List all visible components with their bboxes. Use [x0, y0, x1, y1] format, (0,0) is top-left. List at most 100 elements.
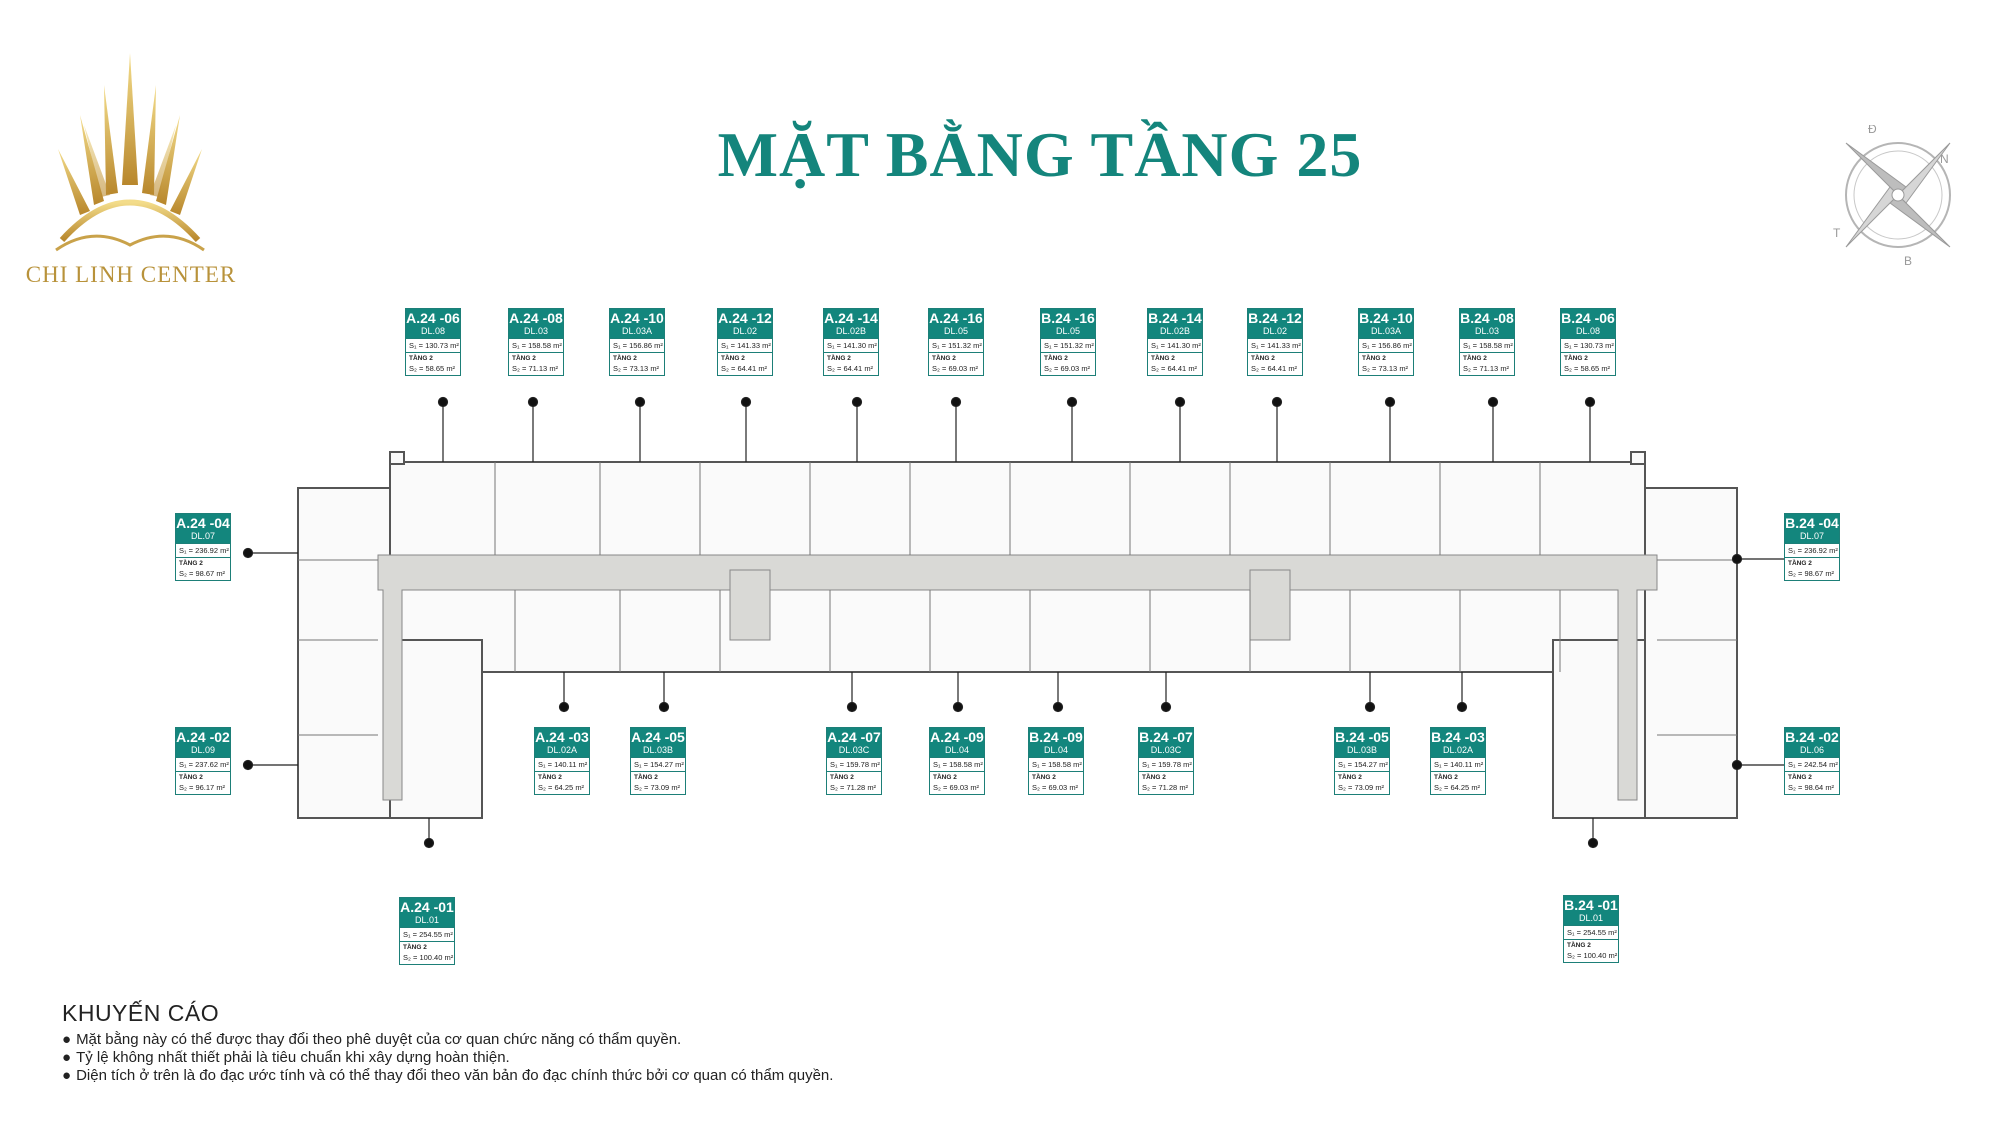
unit-code: B.24 -12 [1248, 310, 1302, 326]
unit-area-2: S₂ = 69.03 m² [1032, 783, 1079, 792]
unit-code: A.24 -05 [631, 729, 685, 745]
pointer-dot [1271, 396, 1283, 408]
unit-area-1: S₁ = 158.58 m² [930, 757, 984, 771]
unit-code: A.24 -08 [509, 310, 563, 326]
unit-floor-2-label: TẦNG 2 [718, 352, 772, 363]
unit-floor-2-label: TẦNG 2 [400, 941, 454, 952]
unit-type: DL.05 [943, 326, 969, 336]
pointer-dot [1174, 396, 1186, 408]
unit-type: DL.03C [1150, 745, 1182, 755]
unit-code: B.24 -14 [1148, 310, 1202, 326]
pointer-dot [1587, 837, 1599, 849]
unit-area-1: S₁ = 158.58 m² [1460, 338, 1514, 352]
unit-area-1: S₁ = 156.86 m² [1359, 338, 1413, 352]
pointer-dot [527, 396, 539, 408]
pointer-dot [1731, 553, 1743, 565]
unit-floor-2-label: TẦNG 2 [1248, 352, 1302, 363]
unit-area-2: S₂ = 98.67 m² [179, 569, 226, 578]
brand-name: CHI LINH CENTER [25, 262, 237, 287]
unit-floor-2-label: TẦNG 2 [1359, 352, 1413, 363]
unit-area-2: S₂ = 96.17 m² [179, 783, 226, 792]
pointer-dot [1066, 396, 1078, 408]
unit-area-1: S₁ = 254.55 m² [400, 927, 454, 941]
pointer-dot [1731, 759, 1743, 771]
unit-type: DL.04 [1043, 745, 1069, 755]
pointer-dot [558, 701, 570, 713]
unit-type: DL.07 [1799, 531, 1825, 541]
unit-floor-2-label: TẦNG 2 [1335, 771, 1389, 782]
pointer-dot [952, 701, 964, 713]
unit-pointers [242, 396, 1784, 849]
unit-type: DL.02B [1159, 326, 1191, 336]
compass-rose-icon: Đ N T B [1833, 125, 1951, 265]
unit-area-2: S₂ = 73.13 m² [613, 364, 660, 373]
unit-area-2: S₂ = 100.40 m² [1567, 951, 1618, 960]
unit-type: DL.03C [838, 745, 870, 755]
unit-area-1: S₁ = 236.92 m² [176, 543, 230, 557]
unit-type: DL.02A [546, 745, 578, 755]
unit-area-1: S₁ = 140.11 m² [535, 757, 589, 771]
pointer-dot [1384, 396, 1396, 408]
unit-area-1: S₁ = 159.78 m² [827, 757, 881, 771]
unit-area-2: S₂ = 73.09 m² [1338, 783, 1385, 792]
compass-letter-t: T [1833, 226, 1841, 240]
unit-type: DL.03 [523, 326, 549, 336]
unit-floor-2-label: TẦNG 2 [1148, 352, 1202, 363]
unit-floor-2-label: TẦNG 2 [929, 352, 983, 363]
unit-type: DL.03 [1474, 326, 1500, 336]
unit-type: DL.07 [190, 531, 216, 541]
unit-floor-2-label: TẦNG 2 [1564, 939, 1618, 950]
page-title: MẶT BẰNG TẦNG 25 [717, 119, 1363, 190]
unit-floor-2-label: TẦNG 2 [406, 352, 460, 363]
unit-area-2: S₂ = 58.65 m² [409, 364, 456, 373]
corridor [377, 554, 1658, 801]
pointer-dot [658, 701, 670, 713]
unit-code: A.24 -12 [718, 310, 772, 326]
disclaimer-list: ●Mặt bằng này có thể được thay đổi theo … [62, 1031, 962, 1085]
unit-floor-2-label: TẦNG 2 [1561, 352, 1615, 363]
crown-logo-icon [55, 53, 205, 252]
unit-code: B.24 -04 [1785, 515, 1839, 531]
unit-floor-2-label: TẦNG 2 [1041, 352, 1095, 363]
pointer-dot [851, 396, 863, 408]
disclaimer-item: ●Mặt bằng này có thể được thay đổi theo … [62, 1031, 682, 1048]
unit-floor-2-label: TẦNG 2 [1785, 771, 1839, 782]
pointer-dot [437, 396, 449, 408]
unit-code: B.24 -02 [1785, 729, 1839, 745]
unit-type: DL.02B [835, 326, 867, 336]
unit-floor-2-label: TẦNG 2 [610, 352, 664, 363]
unit-floor-2-label: TẦNG 2 [1029, 771, 1083, 782]
unit-area-2: S₂ = 98.67 m² [1788, 569, 1835, 578]
unit-area-1: S₁ = 151.32 m² [1041, 338, 1095, 352]
unit-type: DL.08 [1575, 326, 1601, 336]
pointer-dot [1487, 396, 1499, 408]
unit-code: A.24 -09 [930, 729, 984, 745]
unit-area-1: S₁ = 154.27 m² [631, 757, 685, 771]
unit-type: DL.02 [732, 326, 758, 336]
unit-code: A.24 -02 [176, 729, 230, 745]
unit-floor-2-label: TẦNG 2 [535, 771, 589, 782]
unit-type: DL.04 [944, 745, 970, 755]
